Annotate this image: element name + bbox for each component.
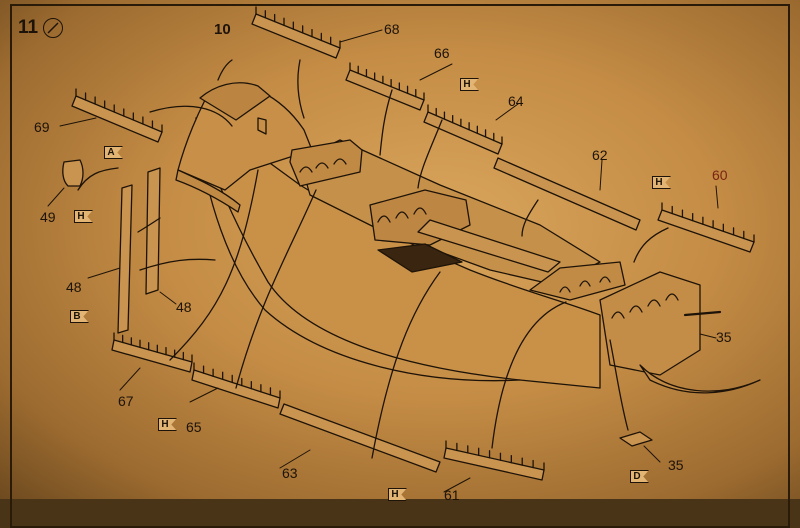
guide-arrows (77, 59, 669, 459)
railing-62 (493, 157, 641, 231)
stern-window (257, 117, 267, 135)
forecastle-arches (529, 261, 626, 301)
lantern-49 (62, 159, 84, 187)
railing-68 (251, 13, 341, 59)
railing-64 (423, 111, 503, 155)
color-code-b: B (70, 310, 89, 323)
cargo-hatch (377, 243, 463, 273)
color-code-h: H (74, 210, 93, 223)
plate-35 (619, 431, 653, 447)
assembly-label: 10 (214, 21, 231, 38)
quarterdeck-rail (289, 139, 363, 187)
step-number: 11 (18, 17, 39, 38)
part-label-48a: 48 (66, 279, 82, 295)
railing-67 (111, 339, 193, 373)
waist-rail (417, 219, 561, 273)
railing-66 (345, 69, 425, 111)
railing-63 (279, 403, 441, 473)
railing-65 (191, 369, 281, 409)
ladder-48b (145, 167, 161, 295)
part-label-60: 60 (712, 167, 728, 183)
bow-knee (639, 364, 761, 394)
bowsprit (683, 310, 722, 317)
color-code-d: D (630, 470, 649, 483)
part-label-35b: 35 (668, 457, 684, 473)
ship-assembly-diagram (47, 6, 761, 493)
ladder-48a (117, 184, 133, 334)
leader-lines (47, 29, 719, 493)
part-label-49: 49 (40, 209, 56, 225)
part-label-68: 68 (384, 21, 400, 37)
railing-parts (71, 6, 755, 481)
part-label-67: 67 (118, 393, 134, 409)
part-label-66: 66 (434, 45, 450, 61)
stern-top (199, 82, 271, 121)
color-code-h: H (460, 78, 479, 91)
railing-61 (443, 447, 545, 481)
part-label-64: 64 (508, 93, 524, 109)
part-label-63: 63 (282, 465, 298, 481)
part-label-48b: 48 (176, 299, 192, 315)
part-label-61: 61 (444, 487, 460, 503)
bow-section (599, 271, 701, 376)
no-glue-icon-glyph (47, 22, 59, 34)
railing-69 (71, 95, 163, 143)
part-label-62: 62 (592, 147, 608, 163)
part-label-35a: 35 (716, 329, 732, 345)
railing-60 (657, 209, 755, 253)
stern-fin (175, 169, 241, 213)
stern-cap (217, 59, 233, 81)
no-glue-icon (43, 18, 63, 38)
part-label-65: 65 (186, 419, 202, 435)
part-label-69: 69 (34, 119, 50, 135)
